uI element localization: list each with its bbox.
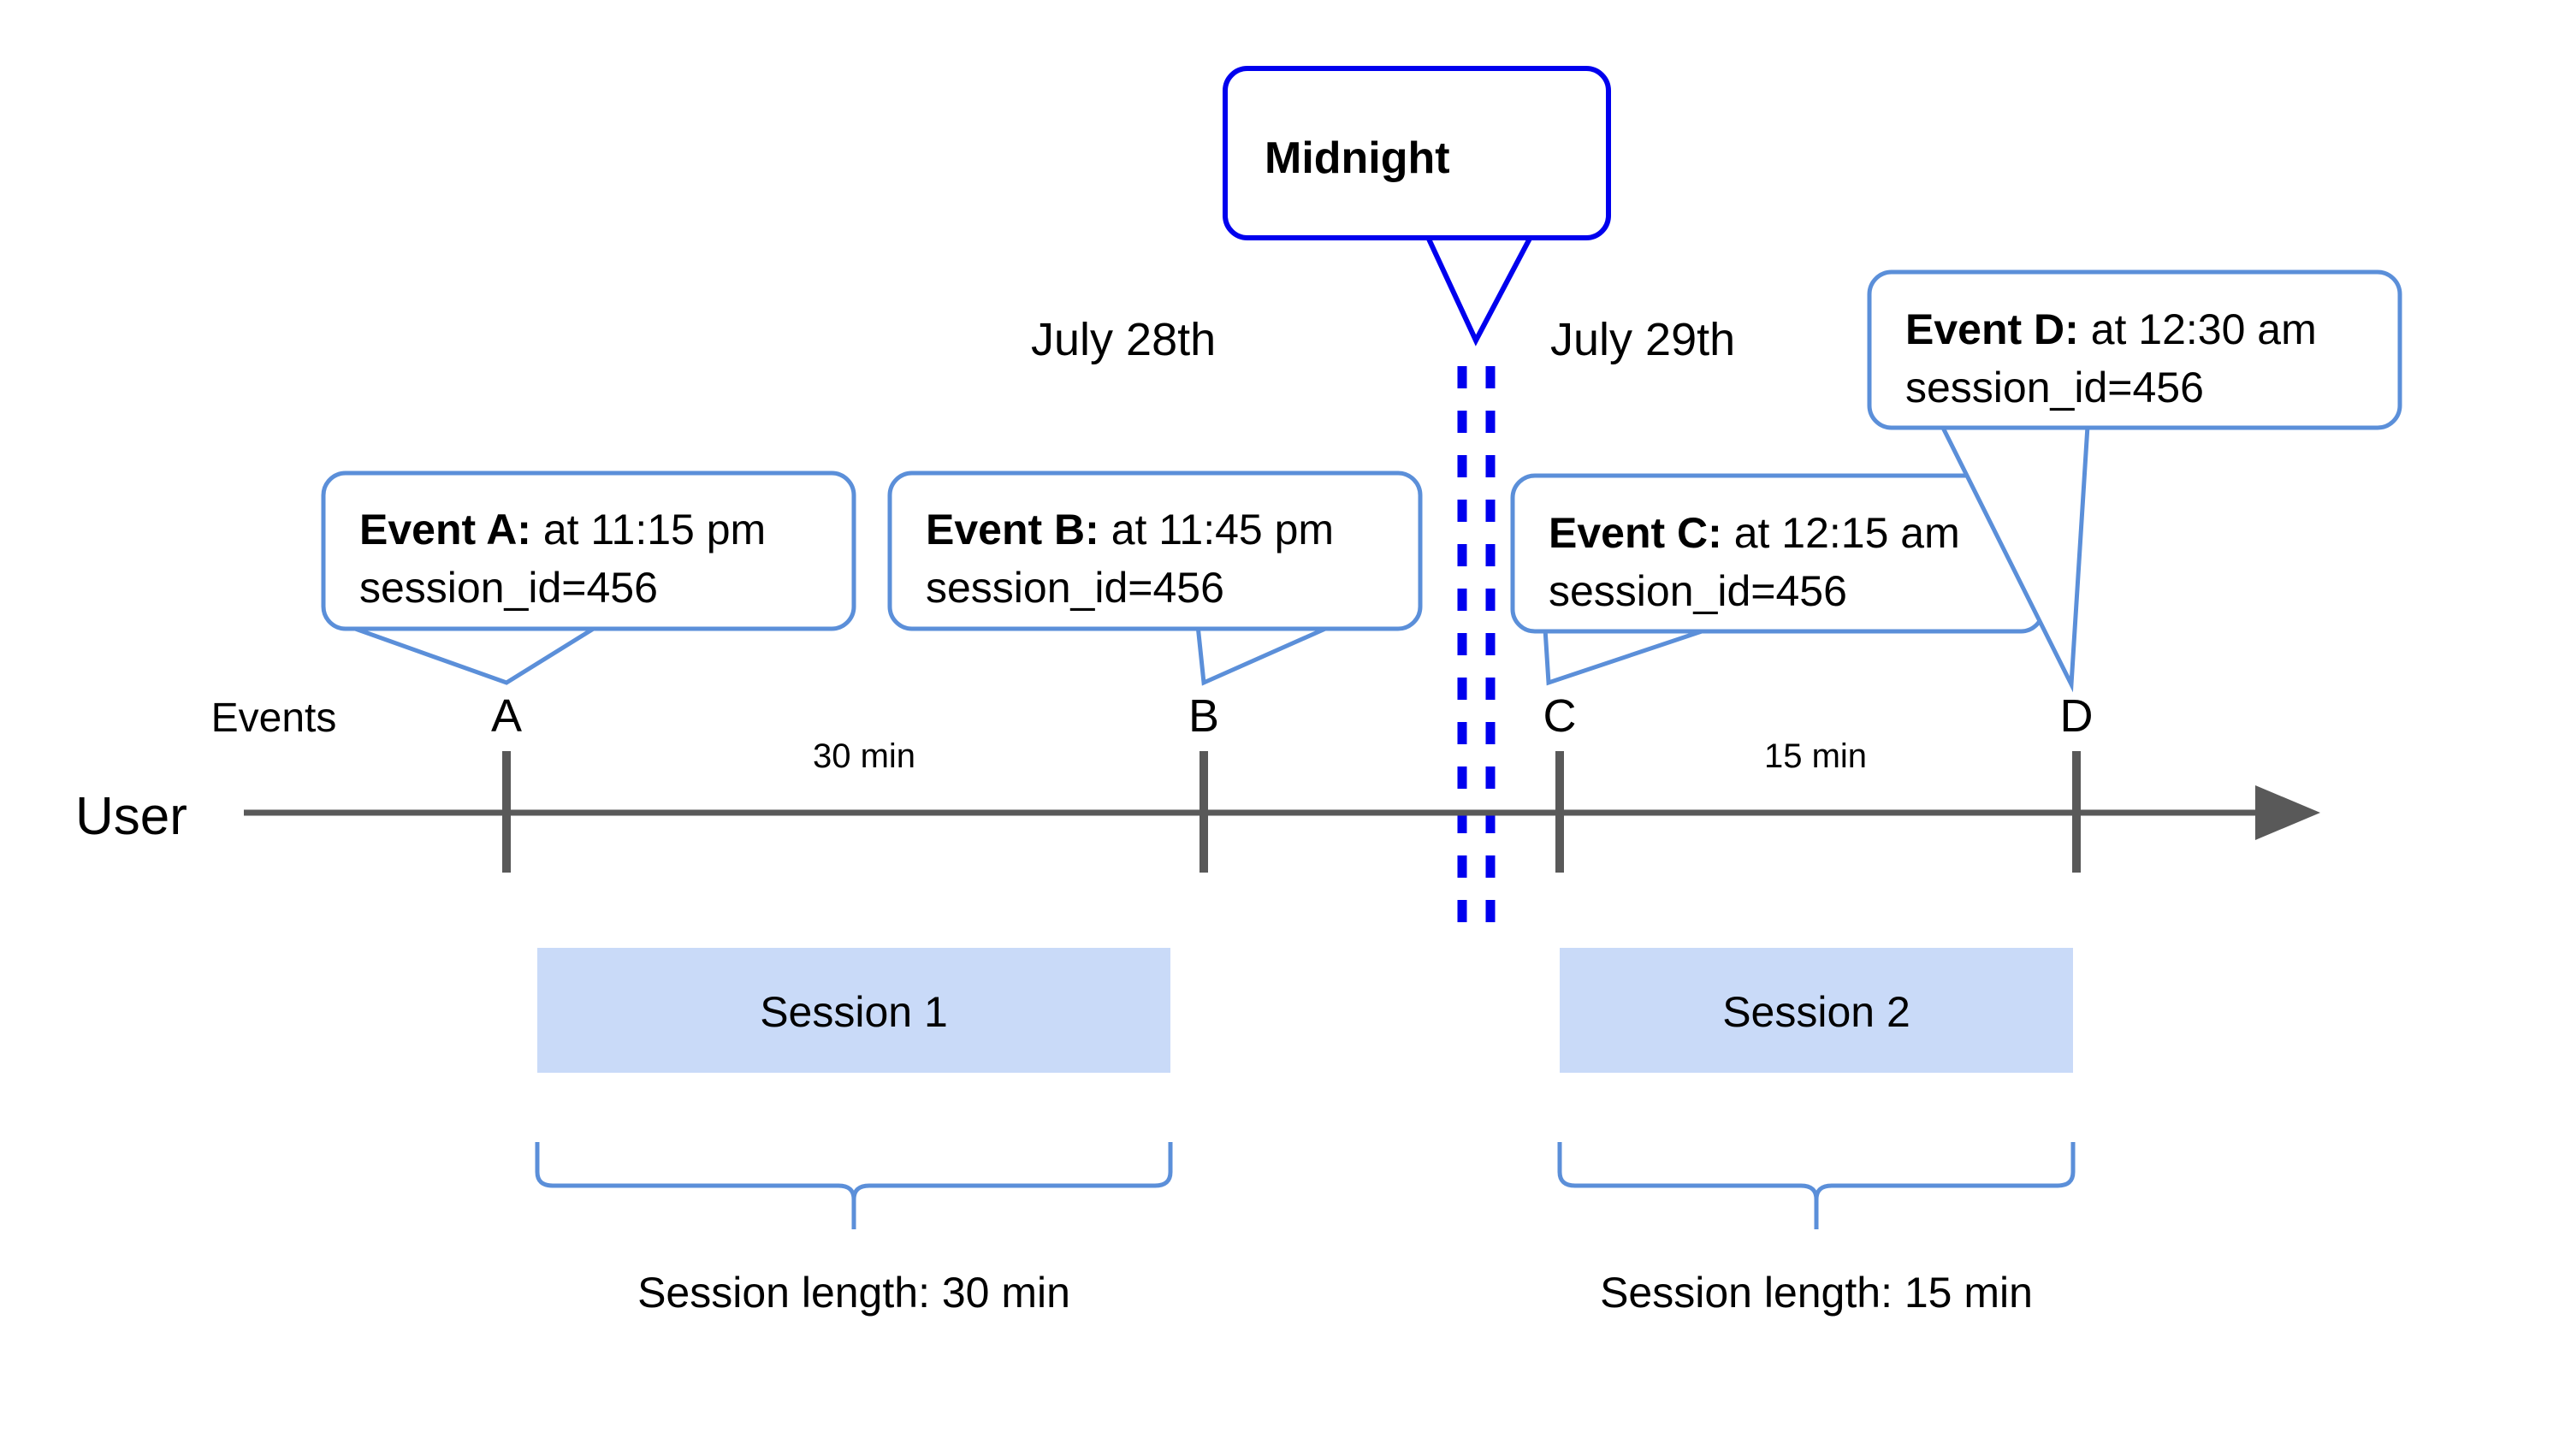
event-c-session-id: session_id=456 (1549, 567, 1847, 615)
event-b-title: Event B: (926, 506, 1099, 553)
session-1-box (537, 948, 1170, 1073)
gap-label-ab: 30 min (813, 737, 915, 775)
event-a-line-1: Event A: at 11:15 pm (359, 506, 766, 553)
event-b-session-id: session_id=456 (926, 564, 1224, 612)
event-callout-a[interactable]: Event A: at 11:15 pm session_id=456 (321, 471, 856, 685)
date-label-july-29: July 29th (1550, 314, 1735, 365)
session-1-brace (535, 1142, 1173, 1229)
session-1-group[interactable]: Session 1 Session length: 30 min (535, 948, 1173, 1317)
midnight-callout[interactable]: Midnight (1223, 66, 1611, 346)
midnight-callout-label: Midnight (1265, 133, 1450, 183)
event-b-callout-box (887, 471, 1423, 631)
timeline-axis (244, 751, 2320, 873)
event-a-time: at 11:15 pm (531, 506, 766, 553)
marker-label-c: C (1543, 690, 1577, 742)
session-1-length-label: Session length: 30 min (637, 1269, 1070, 1317)
gap-label-cd: 15 min (1764, 737, 1867, 775)
midnight-callout-box (1223, 66, 1611, 240)
event-b-callout-tail (1195, 623, 1335, 686)
session-2-brace (1557, 1142, 2076, 1229)
event-d-time: at 12:30 am (2079, 305, 2317, 353)
session-2-group[interactable]: Session 2 Session length: 15 min (1557, 948, 2076, 1317)
event-a-callout-tail (345, 623, 607, 685)
event-callout-c[interactable]: Event C: at 12:15 am session_id=456 (1510, 473, 2046, 686)
lane-label-user: User (75, 787, 187, 846)
session-2-box (1560, 948, 2073, 1073)
marker-label-b: B (1188, 690, 1219, 742)
session-2-length-label: Session length: 15 min (1600, 1269, 2033, 1317)
date-label-july-28: July 28th (1031, 314, 1216, 365)
event-c-line-1: Event C: at 12:15 am (1549, 509, 1960, 557)
event-callout-b[interactable]: Event B: at 11:45 pm session_id=456 (887, 471, 1423, 686)
event-d-title: Event D: (1905, 305, 2079, 353)
midnight-divider-lines (1457, 366, 1496, 928)
event-b-time: at 11:45 pm (1099, 506, 1334, 553)
event-a-session-id: session_id=456 (359, 564, 658, 612)
lane-label-events: Events (211, 695, 337, 741)
event-c-callout-tail (1543, 626, 1710, 686)
session-1-label: Session 1 (760, 988, 948, 1036)
event-callout-d[interactable]: Event D: at 12:30 am session_id=456 (1867, 269, 2402, 693)
event-c-time: at 12:15 am (1722, 509, 1960, 557)
event-d-line-1: Event D: at 12:30 am (1905, 305, 2317, 353)
marker-label-a: A (491, 690, 522, 742)
marker-label-d: D (2060, 690, 2094, 742)
event-d-session-id: session_id=456 (1905, 364, 2204, 411)
event-c-title: Event C: (1549, 509, 1722, 557)
timeline-arrow-head (2255, 785, 2320, 840)
event-a-title: Event A: (359, 506, 531, 553)
session-2-label: Session 2 (1722, 988, 1910, 1036)
event-a-callout-box (321, 471, 856, 631)
event-b-line-1: Event B: at 11:45 pm (926, 506, 1334, 553)
midnight-callout-tail (1423, 233, 1536, 346)
event-d-callout-box (1867, 269, 2402, 430)
